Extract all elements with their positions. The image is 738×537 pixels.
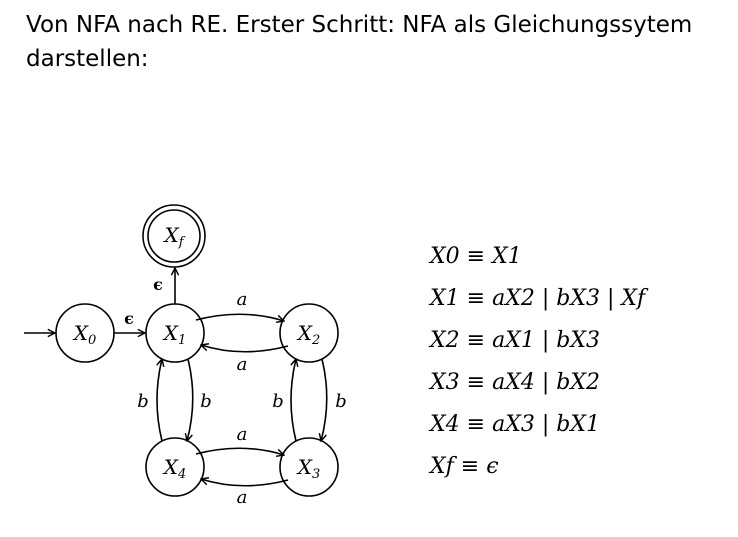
edge-x4-x1 [156,359,162,442]
edge-x1-x2-label: a [237,289,248,310]
title-line-1: Von NFA nach RE. Erster Schritt: NFA als… [26,12,693,38]
svg-text:X4: X4 [162,455,187,482]
edge-x1-x2 [195,313,284,321]
title-line-2: darstellen: [26,46,149,72]
edge-x3-x2 [290,359,296,442]
edge-x3-x2-label: b [272,391,284,412]
state-x2-label: X [296,321,313,345]
state-xf-label: X [162,223,179,247]
state-x2-sub: 2 [311,333,320,348]
state-x0-label: X [72,321,89,345]
state-x0: X0 [55,303,115,363]
state-x4: X4 [145,437,205,497]
equation-system: X0 ≡ X1 X1 ≡ aX2 | bX3 | Xf X2 ≡ aX1 | b… [430,236,645,488]
state-x2: X2 [279,303,339,363]
state-x4-label: X [162,455,179,479]
svg-text:X2: X2 [296,321,321,348]
edge-x1-x4 [187,358,194,441]
edge-x2-x3 [321,358,328,441]
edge-x4-x1-label: b [137,391,149,412]
svg-text:X1: X1 [162,321,187,348]
edge-x0-x1-label: ϵ [124,309,134,328]
svg-text:Xf: Xf [162,223,185,250]
equation-x2: X2 ≡ aX1 | bX3 [430,328,600,353]
equation-xf: Xf ≡ ϵ [430,454,499,479]
edge-x1-xf-label: ϵ [153,275,163,294]
state-x3-label: X [296,455,313,479]
state-x1-label: X [162,321,179,345]
equation-x4: X4 ≡ aX3 | bX1 [430,412,600,437]
state-x1: X1 [145,303,205,363]
equation-x0: X0 ≡ X1 [430,244,522,269]
svg-text:X0: X0 [72,321,97,348]
edge-x4-x3 [195,447,284,455]
equation-x1: X1 ≡ aX2 | bX3 | Xf [430,286,646,311]
edge-x2-x1-label: a [237,354,248,375]
state-x1-sub: 1 [178,333,186,348]
edge-x4-x3-label: a [237,424,248,445]
slide-title: Von NFA nach RE. Erster Schritt: NFA als… [26,8,726,76]
edge-x3-x4 [201,479,289,487]
state-x3: X3 [279,437,339,497]
edge-x2-x1 [201,345,289,353]
state-x4-sub: 4 [177,467,186,482]
equation-x3: X3 ≡ aX4 | bX2 [430,370,600,395]
svg-text:X3: X3 [296,455,321,482]
edge-x1-x4-label: b [200,391,212,412]
state-x3-sub: 3 [312,467,320,482]
state-xf-sub: f [178,235,186,250]
edge-x3-x4-label: a [237,487,248,508]
state-xf-accepting: Xf [142,204,206,268]
edge-x2-x3-label: b [335,391,347,412]
state-x0-sub: 0 [88,333,96,348]
